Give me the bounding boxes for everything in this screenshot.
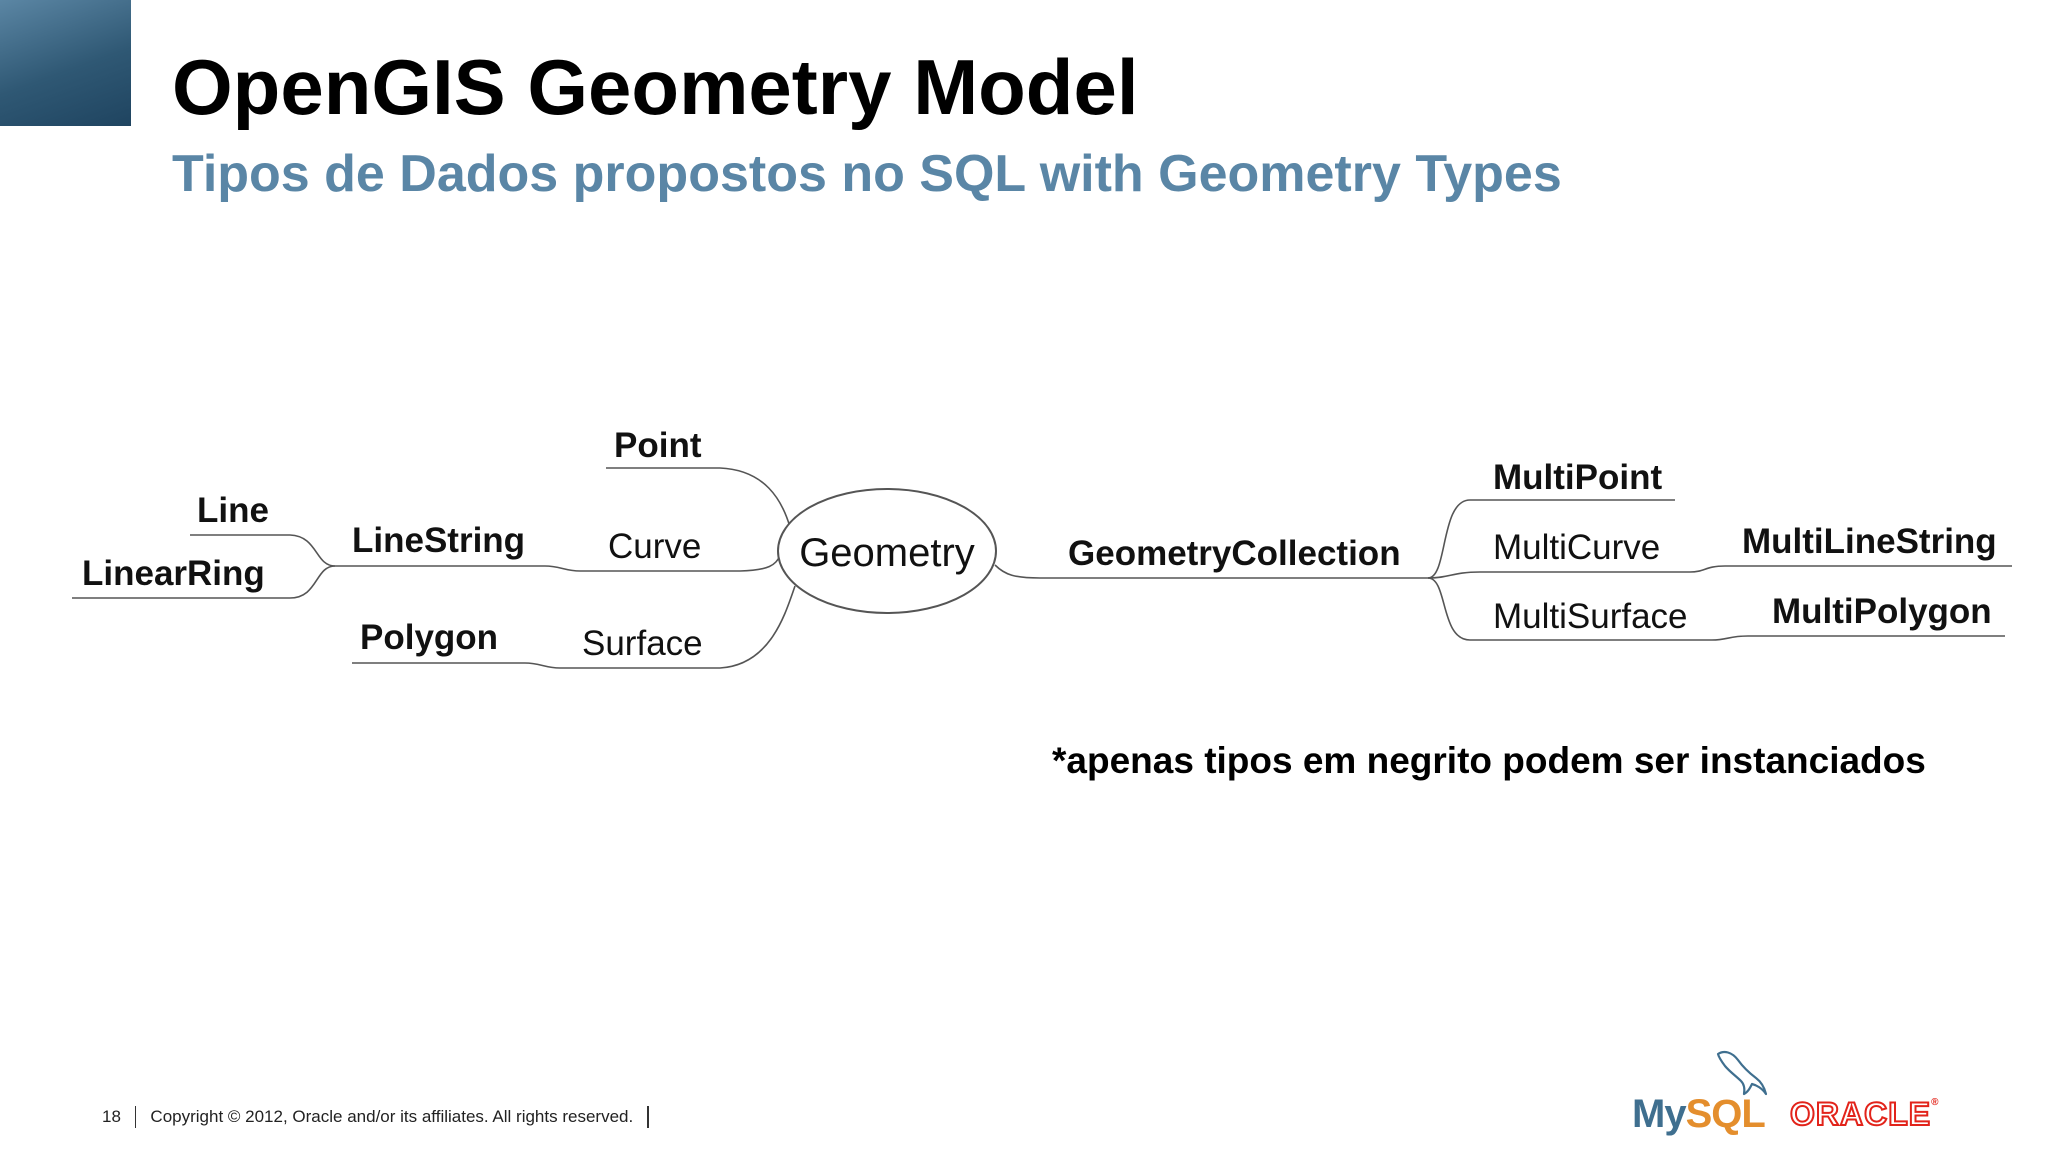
slide-footer: 18 Copyright © 2012, Oracle and/or its a… bbox=[102, 1106, 663, 1128]
node-geometrycollection-label: GeometryCollection bbox=[1068, 534, 1401, 573]
node-linearring-label: LinearRing bbox=[82, 554, 265, 593]
edge-curve-linestring bbox=[335, 565, 581, 572]
node-point-label: Point bbox=[614, 426, 702, 465]
node-linestring-label: LineString bbox=[352, 521, 525, 560]
edge-multisurface-multipolygon bbox=[1711, 635, 2005, 641]
edge-geometrycollection-multicurve bbox=[1427, 571, 1690, 579]
node-line-label: Line bbox=[197, 491, 269, 530]
edge-geometry-surface bbox=[560, 585, 796, 669]
edge-geometrycollection-multipoint bbox=[1427, 499, 1675, 579]
mysql-wordmark: MySQL bbox=[1632, 1092, 1766, 1136]
geometry-root-node bbox=[777, 488, 997, 614]
slide-subtitle: Tipos de Dados propostos no SQL with Geo… bbox=[172, 145, 1562, 203]
node-multilinestring-label: MultiLineString bbox=[1742, 522, 1997, 561]
node-multisurface-label: MultiSurface bbox=[1493, 597, 1688, 636]
copyright-text: Copyright © 2012, Oracle and/or its affi… bbox=[150, 1107, 634, 1126]
instantiable-note: *apenas tipos em negrito podem ser insta… bbox=[1052, 740, 1926, 781]
edge-linestring-line bbox=[190, 534, 336, 567]
logo-area: MySQL ORACLE® bbox=[1620, 1048, 1960, 1138]
node-surface-label: Surface bbox=[582, 624, 703, 663]
edge-geometry-geometrycollection bbox=[994, 564, 1428, 579]
mysql-logo: MySQL bbox=[1632, 1048, 1772, 1138]
mysql-dolphin-icon bbox=[1716, 1050, 1768, 1096]
edge-surface-polygon bbox=[352, 662, 561, 669]
oracle-logo: ORACLE® bbox=[1789, 1096, 1940, 1132]
node-multipolygon-label: MultiPolygon bbox=[1772, 592, 1992, 631]
node-geometry-label: Geometry bbox=[799, 531, 975, 575]
edge-geometry-point bbox=[606, 467, 791, 528]
edge-linestring-linearring bbox=[72, 565, 336, 599]
node-multipoint-label: MultiPoint bbox=[1493, 458, 1662, 497]
footer-divider bbox=[134, 1106, 137, 1128]
node-multicurve-label: MultiCurve bbox=[1493, 528, 1660, 567]
edge-multicurve-multilinestring bbox=[1689, 565, 2012, 573]
footer-divider-end bbox=[647, 1106, 649, 1128]
edge-geometrycollection-multisurface bbox=[1427, 577, 1712, 641]
page-number: 18 bbox=[102, 1107, 121, 1126]
corner-accent-block bbox=[0, 0, 131, 126]
node-polygon-label: Polygon bbox=[360, 618, 498, 657]
node-curve-label: Curve bbox=[608, 527, 701, 566]
oracle-wordmark: ORACLE bbox=[1789, 1096, 1932, 1132]
slide-title: OpenGIS Geometry Model bbox=[172, 43, 1139, 131]
